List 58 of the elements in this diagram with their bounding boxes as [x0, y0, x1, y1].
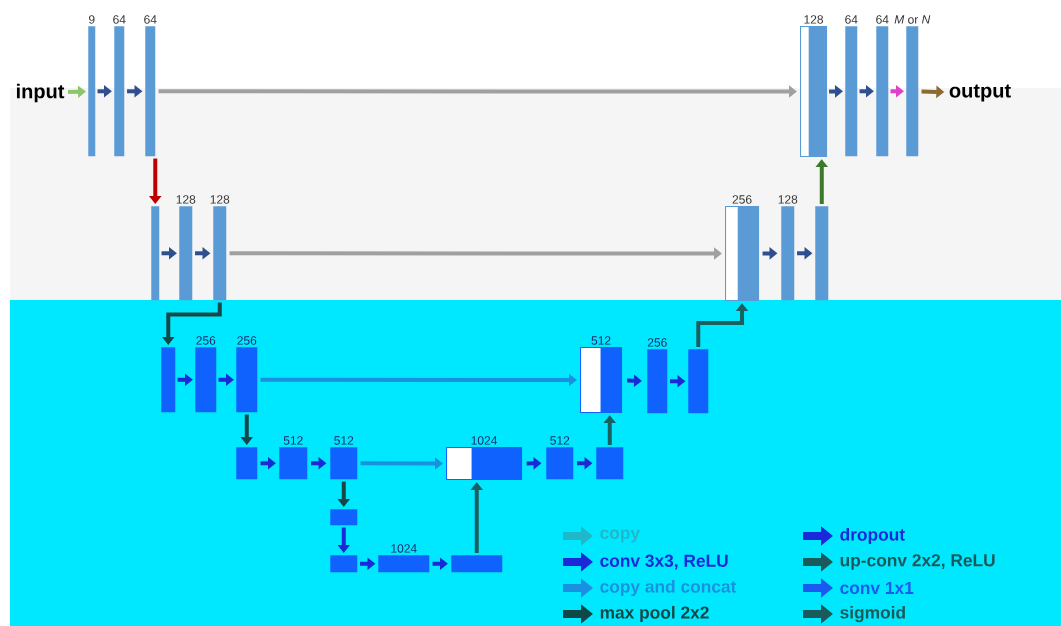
- feature-map-bar: 256: [236, 336, 258, 413]
- feature-map-bar: 128: [176, 195, 196, 301]
- feature-map-bar: 512: [546, 436, 574, 480]
- node-label: 128: [210, 195, 230, 204]
- feature-map-bar: 1024: [378, 544, 430, 573]
- feature-map-bar: 512: [279, 436, 308, 480]
- node-label: 64: [845, 15, 858, 24]
- feature-map-bar: 64: [113, 15, 126, 157]
- feature-map-bar: 9: [88, 15, 96, 157]
- feature-map-bar: 64: [876, 15, 889, 157]
- feature-map-bar: [161, 347, 176, 413]
- feature-map-bar: [330, 555, 358, 573]
- feature-map-bar: [330, 509, 358, 526]
- node-label: 512: [283, 436, 303, 445]
- node-label: 128: [804, 15, 824, 24]
- feature-map-bar: 64: [845, 15, 858, 157]
- node-label: 256: [237, 336, 257, 345]
- feature-map-bar: [688, 349, 709, 414]
- legend-text: max pool 2x2: [600, 605, 709, 623]
- feature-map-bar: [236, 447, 258, 480]
- concat-feature-map: 128: [800, 15, 828, 158]
- text-label: output: [949, 84, 1011, 102]
- feature-map-bar: [815, 206, 829, 301]
- feature-map-bar: 128: [210, 195, 230, 301]
- legend-text: sigmoid: [840, 605, 905, 623]
- node-label: 128: [176, 195, 196, 204]
- feature-map-bar: 512: [330, 436, 358, 480]
- node-label: 256: [647, 338, 667, 347]
- feature-map-bar: 64: [144, 15, 157, 157]
- feature-map-bar: [451, 555, 503, 573]
- feature-map-bar: 128: [778, 195, 798, 301]
- legend-text: dropout: [840, 527, 905, 545]
- node-label: 256: [196, 336, 216, 345]
- node-label: 512: [591, 336, 611, 345]
- concat-feature-map: 1024: [446, 436, 523, 481]
- node-label: M or N: [894, 15, 931, 24]
- node-label: 512: [550, 436, 570, 445]
- legend-text: conv 1x1: [840, 581, 914, 595]
- feature-map-bar: 256: [647, 338, 668, 414]
- legend-text: conv 3x3, ReLU: [600, 554, 728, 570]
- node-label: 64: [113, 15, 126, 24]
- feature-map-bar: 256: [195, 336, 217, 413]
- node-label: 128: [778, 195, 798, 204]
- node-label: 256: [732, 195, 752, 204]
- feature-map-bar: M or N: [894, 15, 931, 157]
- feature-map-bar: [151, 206, 160, 301]
- text-label: input: [16, 83, 65, 103]
- node-label: 64: [876, 15, 889, 24]
- concat-feature-map: 256: [725, 195, 760, 302]
- node-label: 64: [144, 15, 157, 24]
- feature-map-bar: [596, 447, 624, 480]
- node-label: 1024: [391, 544, 417, 553]
- node-label: 512: [334, 436, 354, 445]
- node-label: 9: [89, 15, 95, 24]
- concat-feature-map: 512: [580, 336, 623, 414]
- legend-text: up-conv 2x2, ReLU: [840, 554, 995, 570]
- node-label: 1024: [471, 436, 498, 445]
- legend-text: copy and concat: [600, 579, 737, 597]
